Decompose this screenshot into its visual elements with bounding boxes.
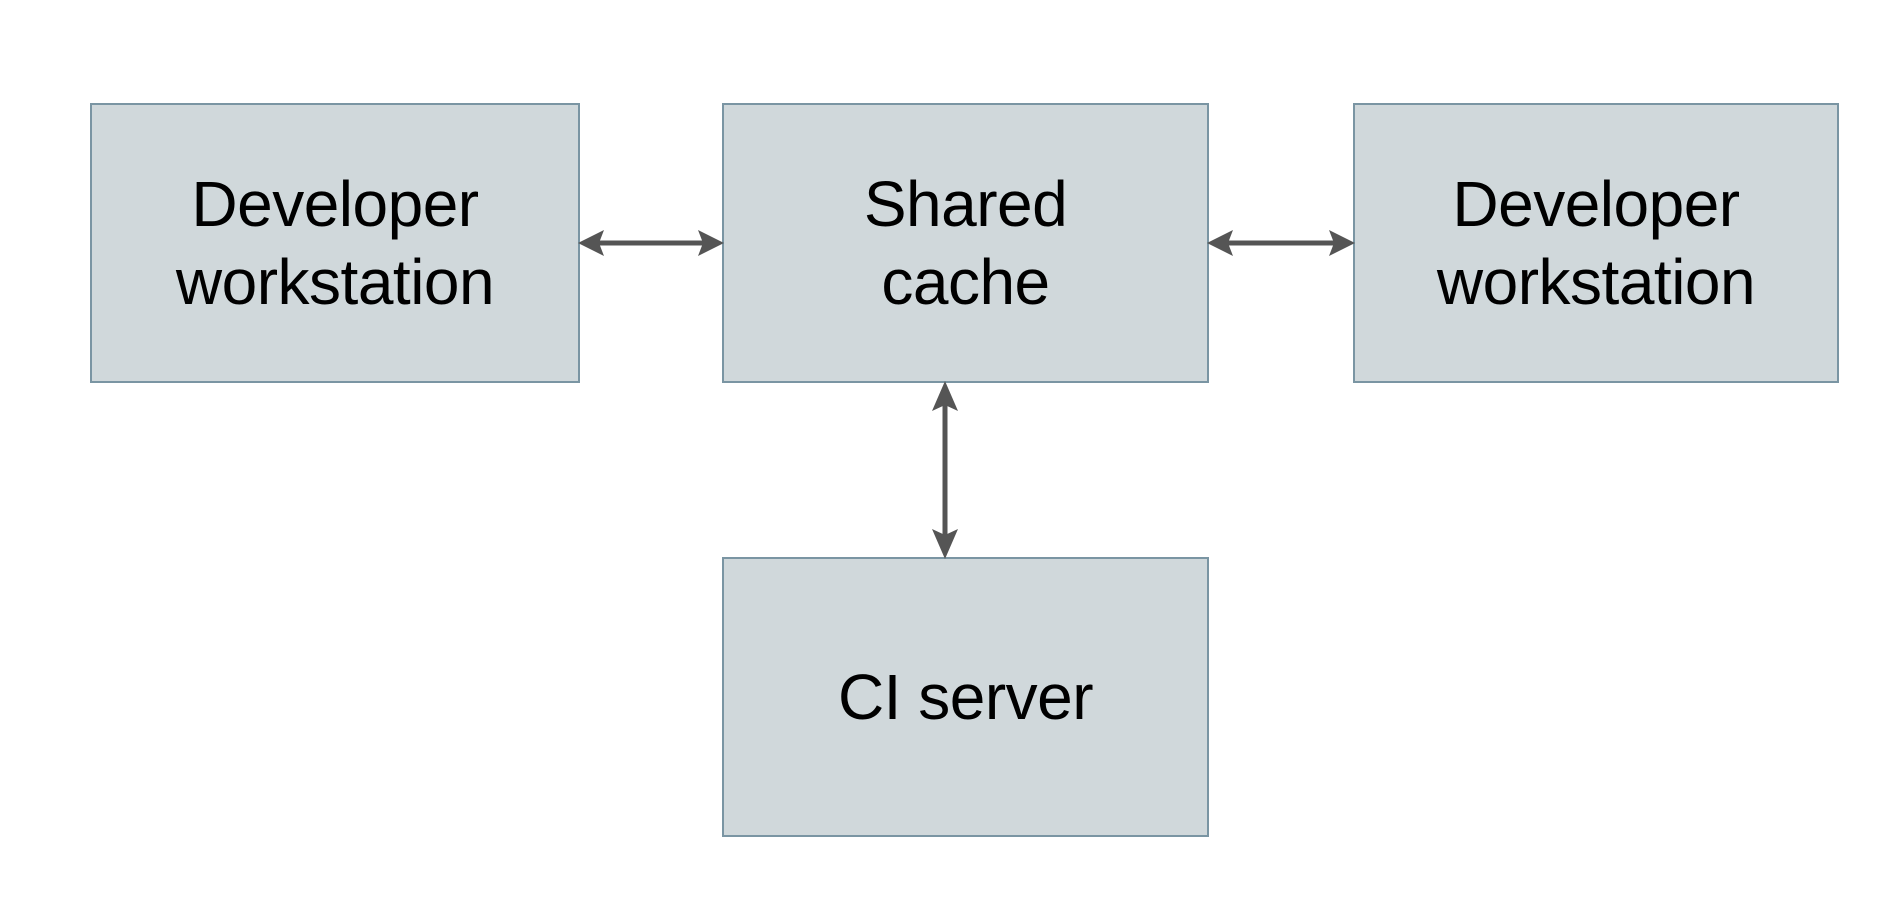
node-label: Shared cache (863, 167, 1068, 318)
node-label: Developer workstation (1436, 167, 1756, 318)
node-developer-workstation-right[interactable]: Developer workstation (1353, 103, 1839, 383)
edge-shared-cache-to-ci-server[interactable] (924, 381, 966, 559)
double-arrow-icon (578, 230, 724, 256)
node-ci-server[interactable]: CI server (722, 557, 1209, 837)
node-developer-workstation-left[interactable]: Developer workstation (90, 103, 580, 383)
node-shared-cache[interactable]: Shared cache (722, 103, 1209, 383)
double-arrow-icon (932, 381, 958, 559)
edge-developer-left-to-shared-cache[interactable] (578, 222, 724, 264)
node-label: CI server (837, 660, 1094, 733)
node-label: Developer workstation (175, 167, 495, 318)
double-arrow-icon (1207, 230, 1355, 256)
edge-shared-cache-to-developer-right[interactable] (1207, 222, 1355, 264)
